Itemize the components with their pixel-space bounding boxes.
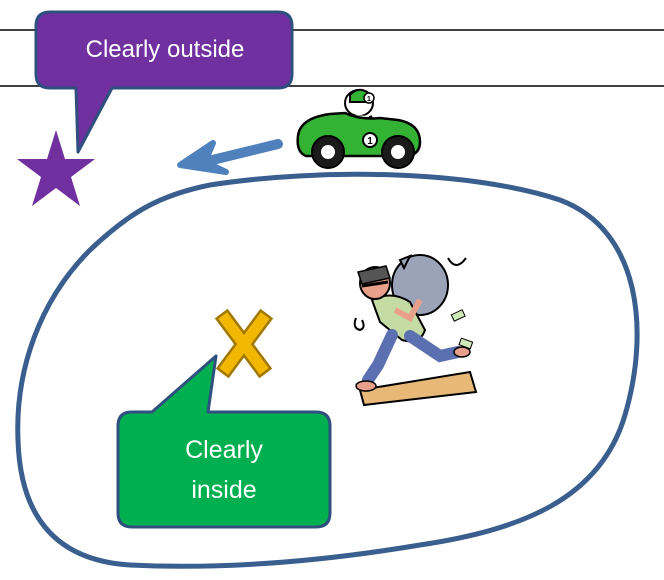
callout-inside-line1: Clearly xyxy=(185,436,263,464)
callout-inside xyxy=(116,354,332,529)
yellow-x-mark-icon xyxy=(214,308,274,379)
callout-inside-label: Clearly inside xyxy=(118,430,330,510)
race-car-clipart: 1 1 xyxy=(296,88,422,169)
robber-clipart xyxy=(353,254,478,407)
callout-outside-label: Clearly outside xyxy=(85,36,245,63)
purple-star-icon xyxy=(17,130,95,206)
driver-helmet-number: 1 xyxy=(367,96,371,103)
callout-inside-line2: inside xyxy=(191,476,257,504)
car-number: 1 xyxy=(367,136,373,147)
left-arrow-icon xyxy=(177,139,283,175)
callout-outside xyxy=(34,10,294,154)
area-boundary xyxy=(15,171,640,569)
